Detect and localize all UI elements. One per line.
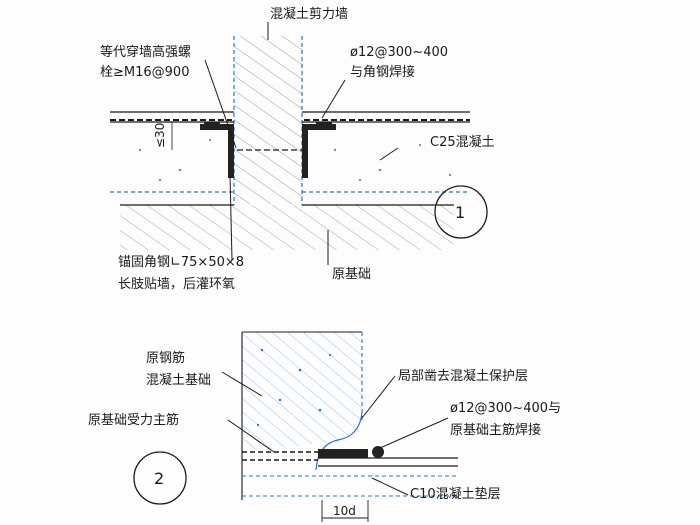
label-angle-line2: 长肢贴墙，后灌环氧 <box>118 276 235 292</box>
label-weld-line2: 原基础主筋焊接 <box>450 422 541 438</box>
rebar-section <box>372 446 384 458</box>
detail-1: ≤30 混凝土剪力墙 等代穿墙高强螺 栓≥M16@900 ø12@300~400… <box>100 6 495 292</box>
label-shear-wall: 混凝土剪力墙 <box>270 6 348 22</box>
label-weld-line1: ø12@300~400与 <box>450 401 561 416</box>
detail-2-number: 2 <box>154 469 164 488</box>
anchor-angle-right <box>302 122 336 178</box>
label-cushion: C10混凝土垫层 <box>410 486 501 502</box>
detail-2-leaders <box>221 371 449 496</box>
original-foundation <box>120 204 454 250</box>
anchor-angle-left <box>200 122 234 178</box>
label-foundation: 原基础 <box>332 267 371 282</box>
label-c25: C25混凝土 <box>430 134 495 150</box>
label-bolt-line2: 栓≥M16@900 <box>100 65 189 80</box>
weld-plate <box>318 449 368 458</box>
detail-1-leaders <box>204 22 399 265</box>
detail-1-number: 1 <box>455 203 465 222</box>
detail-1-circle <box>434 185 488 239</box>
label-10d: 10d <box>333 504 356 518</box>
label-main-bar: 原基础受力主筋 <box>88 412 179 428</box>
label-angle-line1: 锚固角钢∟75×50×8 <box>118 255 244 270</box>
label-bolt-line1: 等代穿墙高强螺 <box>100 44 191 60</box>
label-original-rebar: 原钢筋 <box>146 350 185 366</box>
shear-wall <box>234 36 302 204</box>
label-cover-removed: 局部凿去混凝土保护层 <box>398 368 528 384</box>
original-foundation-2 <box>242 332 362 452</box>
detail-2: 10d 原钢筋 混凝土基础 原基础受力主筋 局部凿去混凝土保护层 ø12@300… <box>88 331 561 522</box>
label-concrete-foundation: 混凝土基础 <box>146 372 211 388</box>
label-rebar-line2: 与角钢焊接 <box>350 64 415 80</box>
label-rebar-line1: ø12@300~400 <box>350 45 448 60</box>
detail-2-circle <box>133 451 187 505</box>
dim-label: ≤30 <box>153 123 167 148</box>
